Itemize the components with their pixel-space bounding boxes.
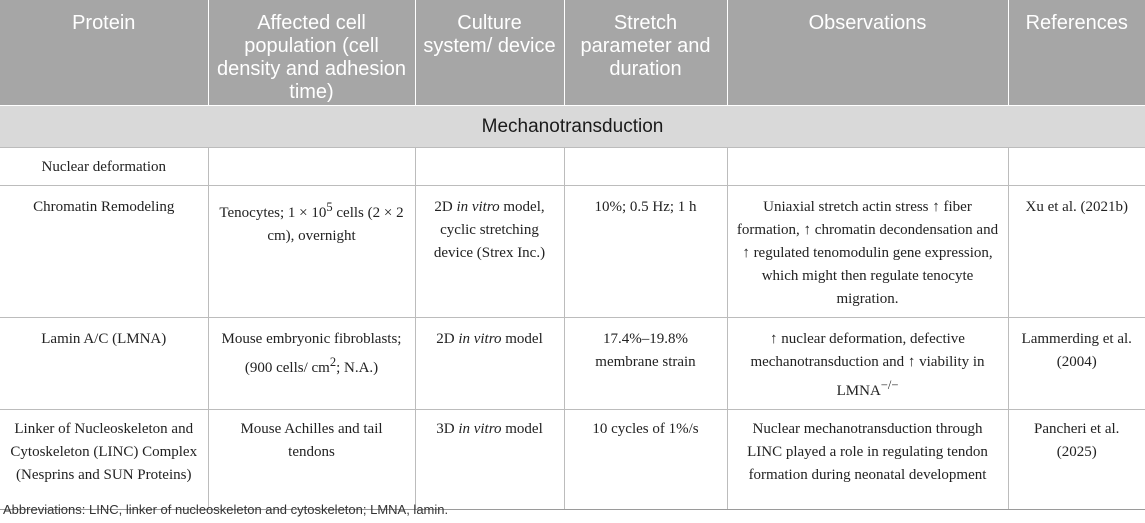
cell-culture: 2D in vitro model [414, 316, 565, 410]
culture-text: model [501, 330, 543, 347]
table-row: Chromatin Remodeling Tenocytes; 1 × 105 … [0, 184, 1145, 318]
table-row: Lamin A/C (LMNA) Mouse embryonic fibrobl… [0, 316, 1145, 410]
population-text: ; N.A.) [336, 359, 379, 376]
header-affected-cell-population: Affected cell population (cell density a… [207, 0, 415, 105]
cell-population: Mouse embryonic fibroblasts; (900 cells/… [207, 316, 416, 410]
header-protein: Protein [0, 0, 208, 105]
population-text: Tenocytes; 1 × 10 [219, 204, 327, 221]
cell-observations [726, 146, 1009, 186]
header-row: Protein Affected cell population (cell d… [0, 0, 1145, 105]
cell-stretch: 10%; 0.5 Hz; 1 h [563, 184, 728, 318]
cell-protein: Lamin A/C (LMNA) [0, 316, 209, 410]
table-row: Linker of Nucleoskeleton and Cytoskeleto… [0, 408, 1145, 510]
cell-population: Mouse Achilles and tail tendons [207, 408, 416, 510]
cell-protein: Nuclear deformation [0, 146, 209, 186]
header-observations: Observations [726, 0, 1008, 105]
superscript: 5 [326, 199, 333, 214]
population-text: Mouse embryonic fibroblasts; (900 cells/… [221, 330, 402, 376]
cell-culture: 2D in vitro model, cyclic stretching dev… [414, 184, 565, 318]
cell-observations: ↑ nuclear deformation, defective mechano… [726, 316, 1009, 410]
cell-culture [414, 146, 565, 186]
cell-reference: Xu et al. (2021b) [1007, 184, 1145, 318]
section-title: Mechanotransduction [0, 104, 1145, 148]
culture-text: model, cyclic stretching device (Strex I… [433, 198, 546, 261]
culture-text: 3D [436, 420, 459, 437]
cell-population: Tenocytes; 1 × 105 cells (2 × 2 cm), ove… [207, 184, 416, 318]
cell-stretch: 17.4%–19.8% membrane strain [563, 316, 728, 410]
table-row: Nuclear deformation [0, 146, 1145, 186]
observations-text: ↑ nuclear deformation, defective mechano… [750, 330, 985, 399]
cell-reference: Pancheri et al. (2025) [1007, 408, 1145, 510]
superscript: −/− [880, 377, 899, 392]
cell-culture: 3D in vitro model [414, 408, 565, 510]
cell-population [207, 146, 416, 186]
header-stretch-parameter: Stretch parameter and duration [563, 0, 727, 105]
culture-italic: in vitro [458, 420, 502, 437]
cell-observations: Uniaxial stretch actin stress ↑ fiber fo… [726, 184, 1009, 318]
data-table: Protein Affected cell population (cell d… [0, 0, 1145, 510]
cell-protein: Chromatin Remodeling [0, 184, 209, 318]
culture-text: model [501, 420, 543, 437]
section-row: Mechanotransduction [0, 104, 1145, 148]
cell-reference [1007, 146, 1145, 186]
cell-reference: Lammerding et al. (2004) [1007, 316, 1145, 410]
culture-italic: in vitro [456, 198, 500, 215]
cell-stretch [563, 146, 728, 186]
cell-observations: Nuclear mechanotransduction through LINC… [726, 408, 1009, 510]
header-culture-system: Culture system/ device [414, 0, 564, 105]
culture-italic: in vitro [458, 330, 502, 347]
culture-text: 2D [436, 330, 459, 347]
cell-protein: Linker of Nucleoskeleton and Cytoskeleto… [0, 408, 209, 510]
table-footnote: Abbreviations: LINC, linker of nucleoske… [3, 502, 449, 517]
superscript: 2 [329, 354, 337, 369]
cell-stretch: 10 cycles of 1%/s [563, 408, 728, 510]
culture-text: 2D [434, 198, 457, 215]
header-references: References [1007, 0, 1145, 105]
population-text: cells (2 × 2 cm), overnight [267, 204, 404, 244]
